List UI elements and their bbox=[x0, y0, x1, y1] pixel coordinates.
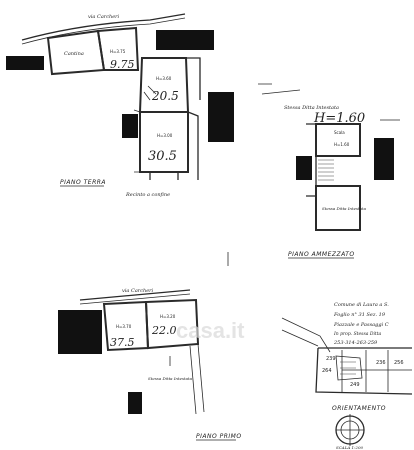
room-cantina-label: Cantina bbox=[64, 51, 84, 57]
cadastral-line-5: 253-314-263-259 bbox=[333, 340, 378, 346]
first-room-1-height: H=3.70 bbox=[116, 324, 132, 329]
mezzanine-main-height: H=1.60 bbox=[313, 111, 365, 126]
redaction-block bbox=[58, 310, 102, 354]
parcel-264: 264 bbox=[322, 368, 332, 374]
mezzanine-plan: Stessa Ditta Intestata H=1.60 Scala H=1.… bbox=[258, 83, 400, 259]
room-3-height: H=3.60 bbox=[156, 76, 172, 81]
first-room-1-area: 37.5 bbox=[110, 336, 135, 349]
mezzanine-sub-height: H=1.60 bbox=[334, 142, 350, 147]
room-3-area: 20.5 bbox=[151, 89, 179, 103]
redaction-block bbox=[296, 156, 312, 180]
redaction-block bbox=[374, 138, 394, 180]
ground-boundary-note: Recinto a confine bbox=[125, 192, 170, 198]
parcel-236: 236 bbox=[376, 360, 386, 366]
cadastral-line-1: Comune di Laura a S. bbox=[334, 302, 389, 308]
cadastral-line-2: Foglio n° 31 Sez. 19 bbox=[333, 312, 386, 318]
orientation-label: ORIENTAMENTO bbox=[332, 405, 386, 412]
mezzanine-top-note: Stessa Ditta Intestata bbox=[284, 105, 339, 111]
room-4-area: 30.5 bbox=[148, 149, 177, 164]
redaction-block bbox=[208, 92, 234, 142]
mezzanine-lower-note: Stessa Ditta Intestata bbox=[322, 206, 367, 211]
cadastral-line-3: Piazzale e Passaggi C bbox=[333, 322, 389, 328]
mezzanine-title: PIANO AMMEZZATO bbox=[288, 251, 355, 258]
mezzanine-scala-label: Scala bbox=[334, 130, 345, 135]
ground-floor-title: PIANO TERRA bbox=[60, 179, 106, 186]
room-2-height: H=3.75 bbox=[110, 49, 126, 54]
parcel-239: 239 bbox=[326, 356, 336, 362]
room-2-area: 9.75 bbox=[110, 58, 135, 71]
first-floor-title: PIANO PRIMO bbox=[196, 433, 242, 440]
first-room-2-height: H=3.20 bbox=[160, 314, 176, 319]
scale-label: SCALA 1:200 bbox=[336, 445, 363, 450]
watermark: casa.it bbox=[176, 318, 245, 343]
first-street-label: via Carcheri bbox=[122, 288, 154, 294]
cadastral-line-4: In prop. Stessa Ditta bbox=[333, 331, 382, 337]
first-floor-plan: via Carcheri H=3.70 37.5 H=3.20 22.0 Ste… bbox=[58, 288, 242, 441]
redaction-block bbox=[156, 30, 214, 50]
room-4-height: H=3.00 bbox=[157, 133, 173, 138]
ground-street-label: via Carcheri bbox=[88, 14, 120, 20]
cadastral-map: Comune di Laura a S. Foglio n° 31 Sez. 1… bbox=[281, 302, 413, 450]
redaction-block bbox=[122, 114, 138, 138]
first-room-2-area: 22.0 bbox=[151, 324, 177, 337]
redaction-block bbox=[6, 56, 44, 70]
redaction-block bbox=[128, 392, 142, 414]
parcel-249: 249 bbox=[350, 382, 360, 388]
ground-floor-plan: via Carcheri Cantina H=3.75 9.75 H=3.60 … bbox=[6, 13, 234, 198]
first-floor-note: Stessa Ditta Intestata bbox=[148, 376, 193, 381]
parcel-256: 256 bbox=[394, 360, 404, 366]
